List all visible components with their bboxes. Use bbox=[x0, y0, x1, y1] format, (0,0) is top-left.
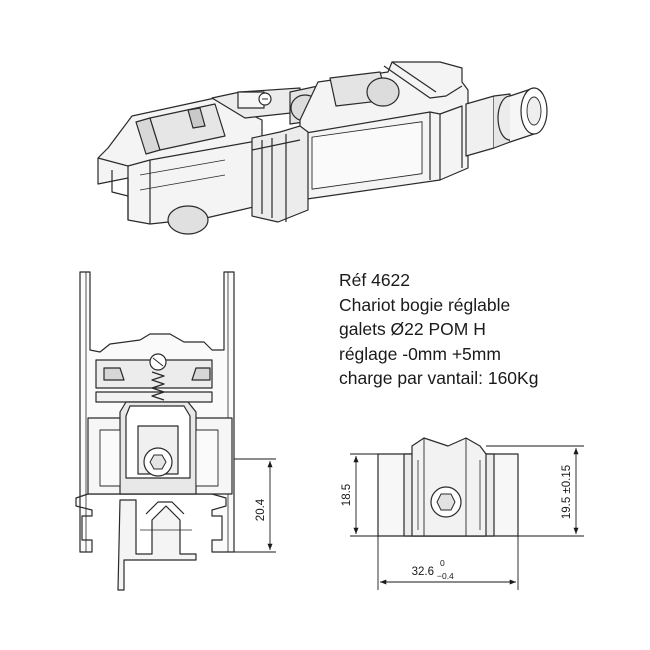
load-spec: charge par vantail: 160Kg bbox=[339, 368, 539, 388]
upper-wheel-right bbox=[366, 77, 400, 107]
reference-number: Réf 4622 bbox=[339, 270, 411, 290]
spring-icon bbox=[151, 371, 165, 401]
clip-bracket bbox=[251, 125, 309, 223]
right-bogie-body bbox=[299, 61, 469, 201]
adjustment-knob bbox=[465, 87, 548, 157]
left-bogie-body bbox=[97, 97, 263, 235]
section-height-label: 20.4 bbox=[255, 498, 267, 521]
dimension-block-height bbox=[350, 453, 378, 537]
block-height-label: 18.5 bbox=[341, 484, 353, 506]
product-description: Chariot bogie réglable bbox=[339, 294, 511, 315]
wheel-spec: galets Ø22 POM H bbox=[339, 319, 486, 339]
width-label: 32.6 bbox=[412, 566, 434, 578]
bogie-front-view bbox=[377, 437, 519, 537]
spec-block: Réf 4622 Chariot bogie réglable galets Ø… bbox=[339, 268, 538, 391]
dimension-section-height bbox=[234, 458, 276, 553]
width-tol-lower: −0.4 bbox=[437, 571, 454, 581]
width-tol-upper: 0 bbox=[440, 558, 445, 568]
rail-section-view bbox=[75, 271, 235, 591]
bogie-isometric-view bbox=[97, 61, 548, 235]
adjustment-spec: réglage -0mm +5mm bbox=[339, 343, 501, 364]
lower-wheel bbox=[167, 205, 209, 235]
dimension-overall-height bbox=[486, 445, 584, 537]
dimension-width bbox=[377, 536, 519, 590]
overall-height-label: 19.5 ±0.15 bbox=[561, 465, 573, 519]
